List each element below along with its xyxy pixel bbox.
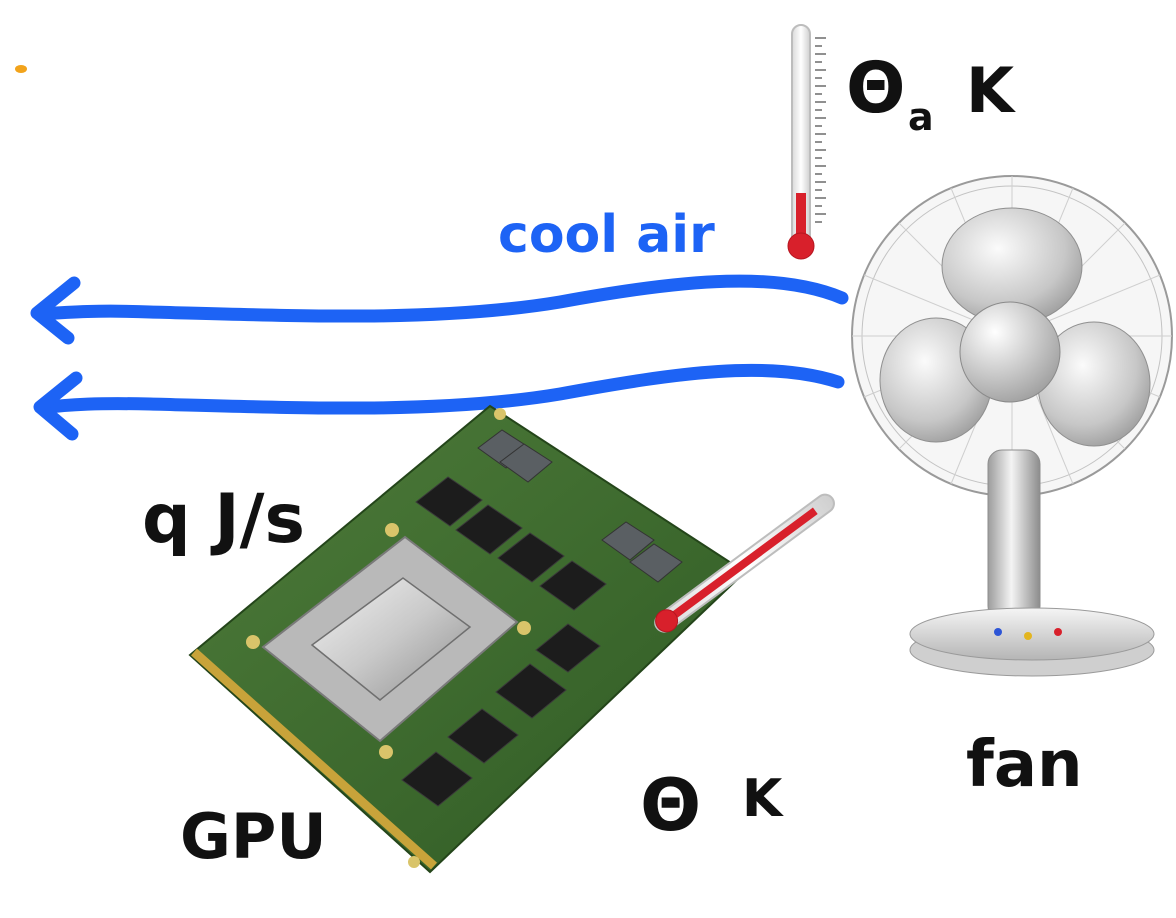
gpu-temperature-label: Θ K (640, 763, 784, 847)
air-flow-arrows (30, 274, 849, 441)
desk-fan-image (851, 175, 1173, 677)
fan-label: fan (966, 728, 1083, 802)
orange-dot (15, 65, 27, 73)
gpu-theta: Θ (640, 763, 701, 847)
ambient-thermometer-icon (787, 24, 826, 260)
cool-air-label: cool air (498, 205, 715, 265)
ambient-temperature-label: Θ a K (846, 47, 1016, 139)
arrow-left-icon (33, 274, 849, 323)
ambient-subscript: a (908, 95, 934, 139)
gpu-label: GPU (180, 800, 327, 873)
ambient-theta: Θ (846, 47, 906, 129)
heat-rate-label: q J/s (142, 480, 305, 559)
arrow-left-icon (35, 363, 845, 415)
gpu-thermometer-icon (654, 493, 835, 633)
gpu-temp-unit: K (742, 769, 784, 829)
gpu-board-image (188, 404, 747, 874)
ambient-unit: K (966, 54, 1016, 127)
